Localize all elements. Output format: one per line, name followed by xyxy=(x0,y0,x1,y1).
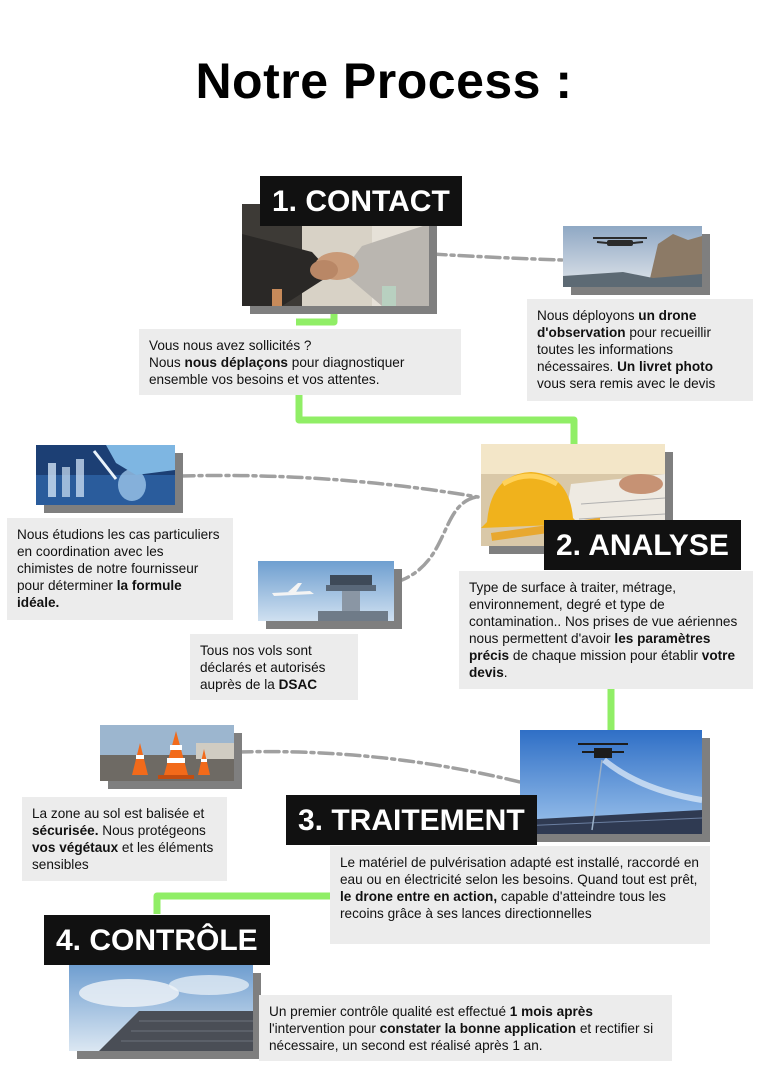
emphasis-text: les paramètres précis xyxy=(469,631,711,663)
connector-analyse-to-dsac xyxy=(400,495,478,582)
emphasis-text: le drone entre en action, xyxy=(340,889,498,904)
emphasis-text: sécurisée. xyxy=(32,823,99,838)
body-text: . xyxy=(503,665,508,680)
body-text: Tous nos vols sont déclarés et autorisés… xyxy=(200,643,326,692)
connector-analyse-to-lab xyxy=(178,473,480,499)
step-controle-label: 4. CONTRÔLE xyxy=(44,915,270,965)
connector-contact-to-drone xyxy=(430,252,564,262)
body-text: l'intervention pour xyxy=(269,1021,380,1036)
body-text: Nous xyxy=(149,355,185,370)
contact-description: Vous nous avez sollicités ? Nous nous dép… xyxy=(139,329,461,395)
body-text: et les éléments sensibles xyxy=(32,840,214,872)
emphasis-text: DSAC xyxy=(278,677,318,692)
traitement-description: Le matériel de pulvérisation adapté est … xyxy=(330,846,710,944)
body-text: Un premier contrôle qualité est effectué xyxy=(269,1004,510,1019)
spraying-drone-photo xyxy=(520,730,702,834)
emphasis-text: nous déplaçons xyxy=(184,355,288,370)
lab-description: Nous étudions les cas particuliers en co… xyxy=(7,518,233,620)
body-text: capable d'atteindre tous les recoins grâ… xyxy=(340,889,666,921)
connector-traitement-to-controle xyxy=(153,892,330,914)
emphasis-text: vos végétaux xyxy=(32,840,119,855)
body-text: de chaque mission pour établir xyxy=(509,648,702,663)
control-tower-photo xyxy=(258,561,394,621)
analyse-description: Type de surface à traiter, métrage, envi… xyxy=(459,571,753,689)
body-text: vous sera remis avec le devis xyxy=(537,376,716,391)
body-text: pour diagnostiquer ensemble vos besoins … xyxy=(149,355,405,387)
step-traitement-label: 3. TRAITEMENT xyxy=(286,795,537,845)
roof-photo xyxy=(69,965,253,1051)
body-text: Vous nous avez sollicités ? xyxy=(149,338,312,353)
connector-contact-to-analyse xyxy=(295,394,578,444)
connector-traitement-to-zone xyxy=(236,749,522,784)
emphasis-text: Un livret photo xyxy=(617,359,714,374)
step-analyse-label: 2. ANALYSE xyxy=(544,520,741,570)
step-contact-label: 1. CONTACT xyxy=(260,176,462,226)
emphasis-text: la formule idéale. xyxy=(17,578,182,610)
emphasis-text: votre devis xyxy=(469,648,736,680)
connector-contact-photo-to-text xyxy=(296,306,338,326)
body-text: Nous déployons xyxy=(537,308,639,323)
page-title: Notre Process : xyxy=(195,53,573,109)
zone-description: La zone au sol est balisée et sécurisée.… xyxy=(22,797,227,881)
dsac-description: Tous nos vols sont déclarés et autorisés… xyxy=(190,634,358,700)
emphasis-text: constater la bonne application xyxy=(379,1021,577,1036)
drone-observation-photo xyxy=(563,226,702,287)
body-text: Nous protégeons xyxy=(98,823,206,838)
drone-observation-description: Nous déployons un drone d'observation po… xyxy=(527,299,753,401)
body-text: Nous étudions les cas particuliers en co… xyxy=(17,527,220,593)
emphasis-text: 1 mois après xyxy=(509,1004,593,1019)
traffic-cones-photo xyxy=(100,725,234,781)
body-text: Type de surface à traiter, métrage, envi… xyxy=(469,580,738,646)
body-text: La zone au sol est balisée et xyxy=(32,806,205,821)
body-text: Le matériel de pulvérisation adapté est … xyxy=(340,855,699,887)
lab-photo xyxy=(36,445,175,505)
controle-description: Un premier contrôle qualité est effectué… xyxy=(259,995,672,1061)
body-text: pour recueillir toutes les informations … xyxy=(537,325,711,374)
body-text: et rectifier si nécessaire, un second es… xyxy=(269,1021,654,1053)
emphasis-text: un drone d'observation xyxy=(537,308,697,340)
